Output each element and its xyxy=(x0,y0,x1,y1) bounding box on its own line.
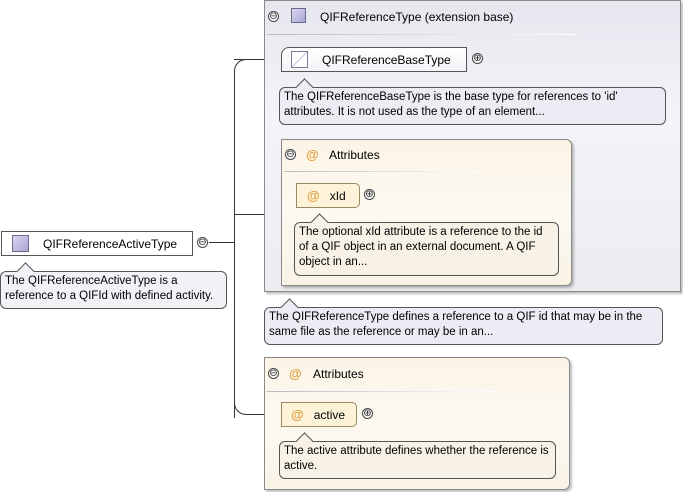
connector-curve-bottom xyxy=(234,402,248,415)
connector-to-attributes xyxy=(234,214,281,215)
ext-attributes-header: Attributes xyxy=(329,148,380,162)
extension-note: The QIFReferenceType defines a reference… xyxy=(264,298,663,345)
xid-at-icon: @ xyxy=(307,188,320,203)
extension-collapse-icon[interactable]: ⊖ xyxy=(268,10,279,22)
attributes-at-icon: @ xyxy=(289,366,302,381)
root-type-node[interactable]: QIFReferenceActiveType xyxy=(1,231,193,256)
base-type-node[interactable]: QIFReferenceBaseType xyxy=(281,47,467,72)
root-type-label: QIFReferenceActiveType xyxy=(43,236,178,251)
ext-attributes-at-icon: @ xyxy=(306,147,319,162)
active-at-icon: @ xyxy=(291,407,304,422)
connector-root-stub xyxy=(209,242,234,243)
extension-header: QIFReferenceType (extension base) xyxy=(320,10,514,24)
ext-attributes-collapse-icon[interactable]: ⊖ xyxy=(285,148,296,160)
active-attribute-node[interactable]: @ active xyxy=(281,402,357,427)
complex-type-icon xyxy=(12,235,29,252)
xid-note: The optional xId attribute is a referenc… xyxy=(294,213,559,276)
xid-expand-icon[interactable]: ⊕ xyxy=(364,188,375,200)
connector-vertical xyxy=(234,72,235,418)
attributes-divider xyxy=(267,391,497,392)
connector-to-base xyxy=(234,59,281,60)
extension-header-divider xyxy=(267,34,577,35)
attributes-collapse-icon[interactable]: ⊖ xyxy=(268,367,279,379)
active-label: active xyxy=(313,407,346,422)
base-note: The QIFReferenceBaseType is the base typ… xyxy=(279,78,666,125)
root-collapse-icon[interactable]: ⊖ xyxy=(197,236,208,248)
active-expand-icon[interactable]: ⊕ xyxy=(362,407,373,419)
xid-label: xId xyxy=(329,188,346,203)
base-expand-icon[interactable]: ⊕ xyxy=(472,52,483,64)
attributes-header: Attributes xyxy=(313,367,364,381)
base-type-icon xyxy=(291,51,308,68)
root-note: The QIFReferenceActiveType is a referenc… xyxy=(0,262,227,309)
base-type-label: QIFReferenceBaseType xyxy=(322,52,451,67)
extension-type-icon xyxy=(291,8,306,23)
xid-attribute-node[interactable]: @ xId xyxy=(296,183,360,208)
connector-curve-top xyxy=(234,59,248,73)
ext-attributes-divider xyxy=(284,171,484,172)
active-note: The active attribute defines whether the… xyxy=(279,432,556,479)
